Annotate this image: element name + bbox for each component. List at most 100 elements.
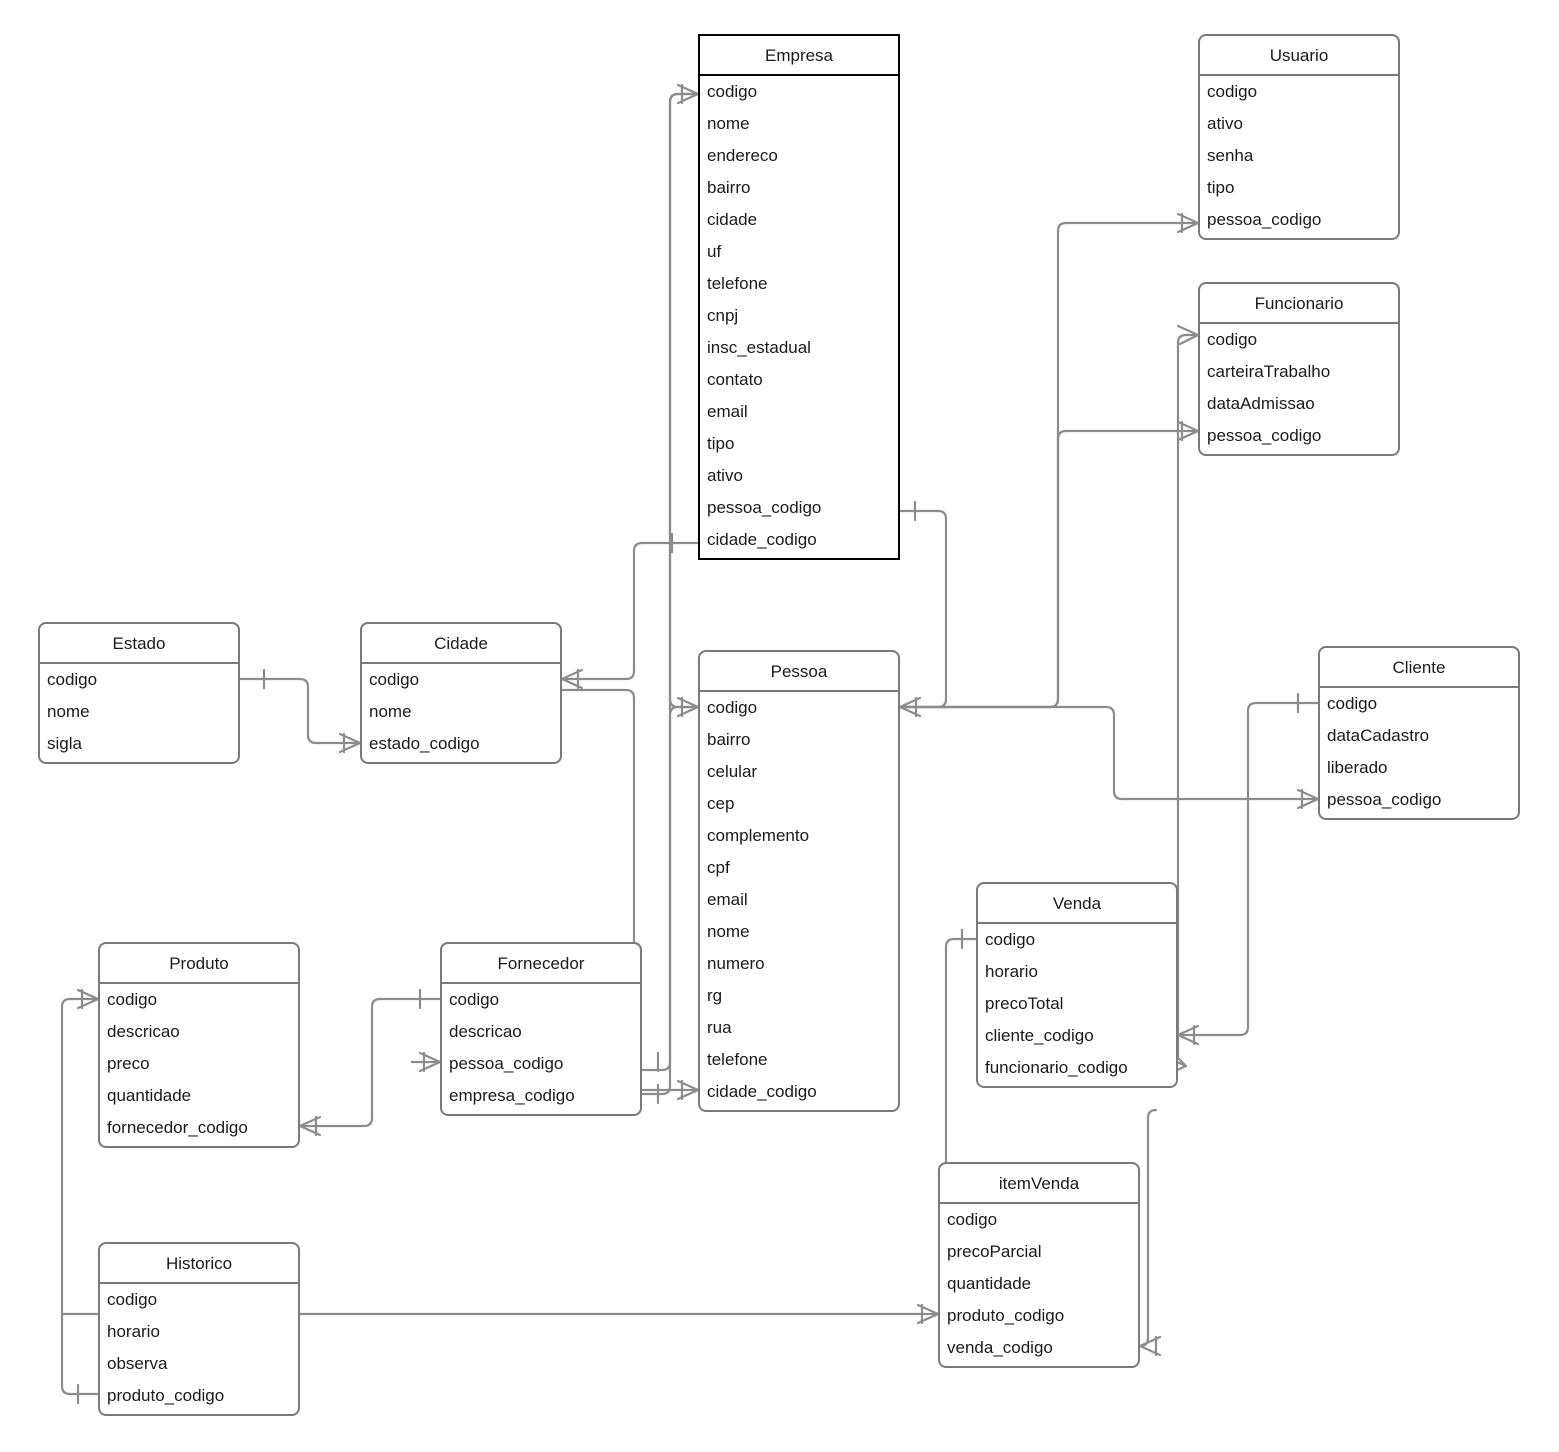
entity-cidade[interactable]: Cidade codigo nome estado_codigo <box>360 622 562 764</box>
attribute-historico-horario[interactable]: horario <box>107 1322 160 1341</box>
attribute-empresa-insc_estadual[interactable]: insc_estadual <box>707 338 811 357</box>
attribute-venda-funcionario_codigo[interactable]: funcionario_codigo <box>985 1058 1128 1077</box>
attribute-usuario-ativo[interactable]: ativo <box>1207 114 1243 133</box>
attribute-empresa-cidade[interactable]: cidade <box>707 210 758 229</box>
attribute-cidade-estado_codigo[interactable]: estado_codigo <box>369 734 480 753</box>
entity-venda[interactable]: Venda codigo horario precoTotal cliente_codi… <box>976 882 1178 1088</box>
attribute-pessoa-cpf[interactable]: cpf <box>707 858 730 877</box>
attribute-funcionario-pessoa_codigo[interactable]: pessoa_codigo <box>1207 426 1322 445</box>
attribute-historico-observa[interactable]: observa <box>107 1354 168 1373</box>
attribute-funcionario-codigo[interactable]: codigo <box>1207 330 1258 349</box>
attribute-empresa-nome[interactable]: nome <box>707 114 750 133</box>
entity-title-venda: Venda <box>978 884 1176 924</box>
attribute-cliente-dataCadastro[interactable]: dataCadastro <box>1327 726 1430 745</box>
attribute-empresa-contato[interactable]: contato <box>707 370 763 389</box>
attribute-pessoa-celular[interactable]: celular <box>707 762 758 781</box>
entity-title-estado: Estado <box>40 624 238 664</box>
attribute-fornecedor-empresa_codigo[interactable]: empresa_codigo <box>449 1086 575 1105</box>
attribute-itemvenda-produto_codigo[interactable]: produto_codigo <box>947 1306 1065 1325</box>
attribute-produto-quantidade[interactable]: quantidade <box>107 1086 192 1105</box>
attribute-venda-cliente_codigo[interactable]: cliente_codigo <box>985 1026 1094 1045</box>
attribute-empresa-email[interactable]: email <box>707 402 748 421</box>
crowsfoot-funcionario-codigo <box>1176 324 1200 346</box>
attribute-empresa-telefone[interactable]: telefone <box>707 274 768 293</box>
attribute-usuario-codigo[interactable]: codigo <box>1207 82 1258 101</box>
attribute-empresa-codigo[interactable]: codigo <box>707 82 758 101</box>
connector-pessoa-funcionario <box>898 429 1200 709</box>
attribute-pessoa-telefone[interactable]: telefone <box>707 1050 768 1069</box>
attribute-estado-sigla[interactable]: sigla <box>47 734 82 753</box>
attribute-venda-horario[interactable]: horario <box>985 962 1038 981</box>
attribute-pessoa-bairro[interactable]: bairro <box>707 730 751 749</box>
attribute-empresa-ativo[interactable]: ativo <box>707 466 743 485</box>
entity-title-cidade: Cidade <box>362 624 560 664</box>
attribute-estado-codigo[interactable]: codigo <box>47 670 98 689</box>
attribute-fornecedor-descricao[interactable]: descricao <box>449 1022 522 1041</box>
attribute-pessoa-codigo[interactable]: codigo <box>707 698 758 717</box>
attribute-produto-codigo[interactable]: codigo <box>107 990 158 1009</box>
attribute-itemvenda-codigo[interactable]: codigo <box>947 1210 998 1229</box>
attribute-pessoa-cidade_codigo[interactable]: cidade_codigo <box>707 1082 817 1101</box>
connector-funcionario-venda <box>1176 333 1200 1068</box>
attribute-list-cliente: codigo dataCadastro liberado pessoa_codigo <box>1320 688 1518 816</box>
attribute-empresa-pessoa_codigo[interactable]: pessoa_codigo <box>707 498 822 517</box>
crowsfoot-venda-cliente <box>1176 1024 1200 1046</box>
connector-empresa-pessoa-right <box>898 509 948 709</box>
attribute-list-pessoa: codigo bairro celular cep complemento cpf emai… <box>700 692 898 1108</box>
attribute-list-produto: codigo descricao preco quantidade fornecedor… <box>100 984 298 1144</box>
connector-empresa-fornecedor <box>640 92 700 1096</box>
attribute-itemvenda-venda_codigo[interactable]: venda_codigo <box>947 1338 1053 1357</box>
attribute-pessoa-nome[interactable]: nome <box>707 922 750 941</box>
attribute-cliente-liberado[interactable]: liberado <box>1327 758 1388 777</box>
attribute-fornecedor-pessoa_codigo[interactable]: pessoa_codigo <box>449 1054 564 1073</box>
attribute-venda-codigo[interactable]: codigo <box>985 930 1036 949</box>
attribute-empresa-endereco[interactable]: endereco <box>707 146 778 165</box>
attribute-funcionario-dataAdmissao[interactable]: dataAdmissao <box>1207 394 1315 413</box>
attribute-itemvenda-quantidade[interactable]: quantidade <box>947 1274 1032 1293</box>
attribute-itemvenda-precoParcial[interactable]: precoParcial <box>947 1242 1042 1261</box>
attribute-usuario-tipo[interactable]: tipo <box>1207 178 1235 197</box>
attribute-historico-codigo[interactable]: codigo <box>107 1290 158 1309</box>
attribute-usuario-senha[interactable]: senha <box>1207 146 1254 165</box>
attribute-produto-fornecedor_codigo[interactable]: fornecedor_codigo <box>107 1118 248 1137</box>
entity-title-usuario: Usuario <box>1200 36 1398 76</box>
attribute-estado-nome[interactable]: nome <box>47 702 90 721</box>
attribute-cliente-codigo[interactable]: codigo <box>1327 694 1378 713</box>
attribute-fornecedor-codigo[interactable]: codigo <box>449 990 500 1009</box>
attribute-empresa-tipo[interactable]: tipo <box>707 434 735 453</box>
attribute-empresa-bairro[interactable]: bairro <box>707 178 751 197</box>
attribute-usuario-pessoa_codigo[interactable]: pessoa_codigo <box>1207 210 1322 229</box>
attribute-empresa-cnpj[interactable]: cnpj <box>707 306 739 325</box>
entity-produto[interactable]: Produto codigo descricao preco quantidade for… <box>98 942 300 1148</box>
connector-fornecedor-produto <box>298 997 442 1128</box>
attribute-cidade-nome[interactable]: nome <box>369 702 412 721</box>
attribute-pessoa-complemento[interactable]: complemento <box>707 826 810 845</box>
attribute-pessoa-numero[interactable]: numero <box>707 954 765 973</box>
attribute-cidade-codigo[interactable]: codigo <box>369 670 420 689</box>
connector-cliente-venda <box>1176 701 1320 1037</box>
attribute-pessoa-rua[interactable]: rua <box>707 1018 732 1037</box>
entity-title-produto: Produto <box>100 944 298 984</box>
attribute-produto-descricao[interactable]: descricao <box>107 1022 180 1041</box>
connector-estado-cidade <box>238 677 362 745</box>
attribute-pessoa-rg[interactable]: rg <box>707 986 723 1005</box>
attribute-venda-precoTotal[interactable]: precoTotal <box>985 994 1064 1013</box>
attribute-funcionario-carteiraTrabalho[interactable]: carteiraTrabalho <box>1207 362 1331 381</box>
attribute-pessoa-email[interactable]: email <box>707 890 748 909</box>
attribute-empresa-cidade_codigo[interactable]: cidade_codigo <box>707 530 817 549</box>
attribute-historico-produto_codigo[interactable]: produto_codigo <box>107 1386 225 1405</box>
entity-estado[interactable]: Estado codigo nome sigla <box>38 622 240 764</box>
attribute-pessoa-cep[interactable]: cep <box>707 794 735 813</box>
attribute-empresa-uf[interactable]: uf <box>707 242 722 261</box>
attribute-cliente-pessoa_codigo[interactable]: pessoa_codigo <box>1327 790 1442 809</box>
attribute-produto-preco[interactable]: preco <box>107 1054 150 1073</box>
entity-usuario[interactable]: Usuario codigo ativo senha tipo pessoa_codigo <box>1198 34 1400 240</box>
